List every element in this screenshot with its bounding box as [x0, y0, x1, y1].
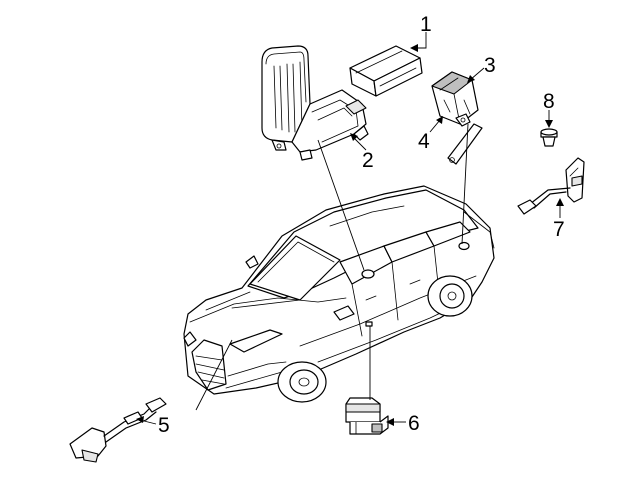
callout-7: 7: [553, 218, 565, 241]
part-6-switch-icon: [345, 397, 389, 435]
part-1-control-module-icon: [349, 45, 423, 97]
callout-2: 2: [362, 149, 374, 172]
callout-arrows: [136, 32, 564, 426]
part-5-wire-harness-icon: [69, 397, 167, 463]
callout-8: 8: [543, 90, 555, 113]
callout-3: 3: [484, 54, 496, 77]
part-4-mounting-bracket-icon: [447, 113, 483, 165]
sedan-car-icon: [183, 185, 495, 403]
part-8-clip-icon: [540, 128, 558, 147]
callout-labels: 1 2 3 4 5 6 7 8: [158, 13, 565, 437]
part-2-module-bracket-icon: [261, 45, 369, 161]
callout-4: 4: [418, 130, 430, 153]
part-7-wire-harness-icon: [517, 157, 585, 215]
callout-6: 6: [408, 412, 420, 435]
callout-1: 1: [420, 13, 432, 36]
callout-5: 5: [158, 414, 170, 437]
leader-lines: [195, 123, 469, 411]
